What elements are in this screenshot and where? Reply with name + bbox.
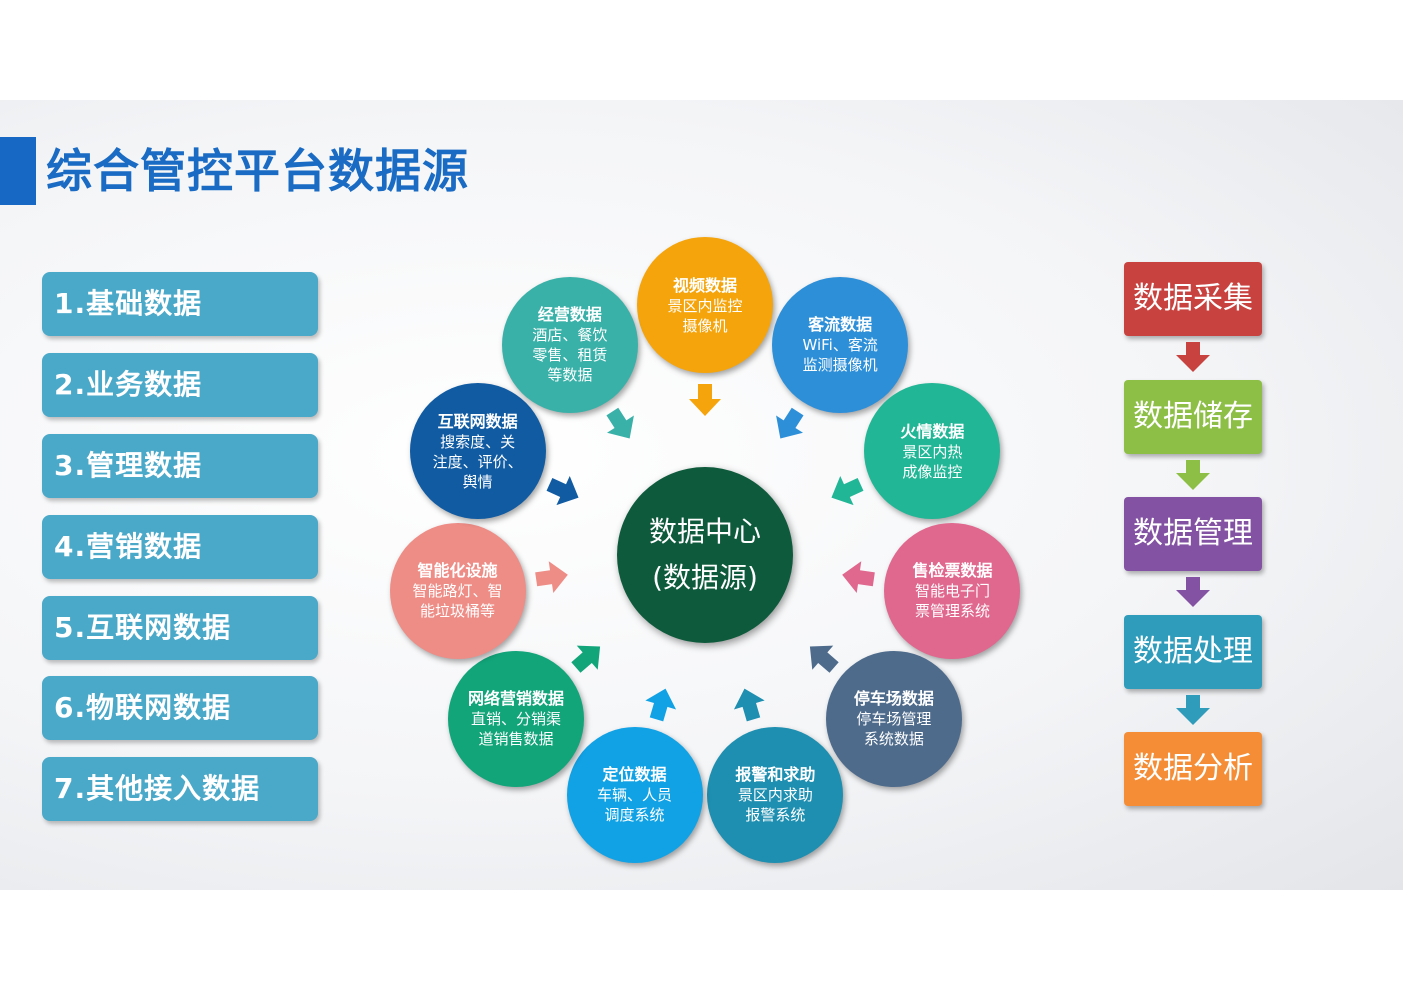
source-node: 网络营销数据直销、分销渠 道销售数据 [448, 650, 585, 787]
flow-step: 数据储存 [1124, 379, 1262, 454]
source-node: 售检票数据智能电子门 票管理系统 [884, 522, 1021, 659]
inward-arrow-icon [606, 407, 635, 439]
flow-step: 数据处理 [1124, 614, 1262, 689]
source-description: 直销、分销渠 道销售数据 [471, 710, 562, 749]
category-item: 3.管理数据 [42, 434, 318, 498]
inward-arrow-icon [831, 475, 864, 505]
source-title: 网络营销数据 [468, 689, 565, 709]
data-center-label: 数据中心 [648, 515, 761, 548]
source-node: 停车场数据停车场管理 系统数据 [825, 650, 962, 787]
inward-arrow-icon [775, 407, 804, 439]
source-description: 智能电子门 票管理系统 [914, 582, 990, 621]
source-description: 景区内监控 摄像机 [667, 296, 743, 335]
source-node: 经营数据酒店、餐饮 零售、租赁 等数据 [501, 276, 638, 413]
down-arrow-icon [1176, 577, 1210, 607]
source-node: 智能化设施智能路灯、智 能垃圾桶等 [389, 522, 526, 659]
source-description: 停车场管理 系统数据 [856, 710, 932, 749]
category-item: 6.物联网数据 [42, 676, 318, 740]
data-center-sublabel: (数据源) [652, 561, 758, 594]
category-item: 2.业务数据 [42, 353, 318, 417]
inward-arrow-icon [571, 645, 600, 673]
down-arrow-icon [1176, 459, 1210, 490]
category-item: 5.互联网数据 [42, 596, 318, 660]
source-title: 客流数据 [808, 315, 873, 335]
source-title: 停车场数据 [853, 689, 934, 709]
source-node: 报警和求助景区内求助 报警系统 [707, 726, 844, 863]
inward-arrow-icon [689, 384, 721, 416]
source-title: 定位数据 [602, 765, 667, 785]
title-accent-bar [0, 137, 36, 205]
source-title: 互联网数据 [437, 411, 518, 431]
inward-arrow-icon [733, 688, 765, 722]
source-node: 定位数据车辆、人员 调度系统 [566, 726, 703, 863]
source-description: 智能路灯、智 能垃圾桶等 [412, 582, 503, 621]
source-node: 互联网数据搜索度、关 注度、评价、 舆情 [409, 383, 546, 520]
source-description: 景区内热 成像监控 [902, 442, 963, 481]
source-title: 视频数据 [672, 275, 737, 295]
flow-step: 数据分析 [1124, 732, 1262, 806]
source-node: 火情数据景区内热 成像监控 [864, 383, 1001, 520]
flow-step: 数据管理 [1124, 497, 1262, 571]
source-node: 视频数据景区内监控 摄像机 [637, 237, 773, 373]
source-title: 火情数据 [900, 421, 965, 441]
category-item: 7.其他接入数据 [42, 757, 318, 821]
down-arrow-icon [1176, 342, 1210, 372]
category-item: 1.基础数据 [42, 272, 318, 336]
inward-arrow-icon [645, 688, 677, 722]
source-description: 搜索度、关 注度、评价、 舆情 [432, 432, 523, 491]
source-description: 酒店、餐饮 零售、租赁 等数据 [532, 326, 608, 385]
source-title: 售检票数据 [912, 561, 993, 581]
source-title: 报警和求助 [735, 765, 816, 785]
source-title: 智能化设施 [417, 561, 498, 581]
flow-step: 数据采集 [1124, 262, 1262, 336]
inward-arrow-icon [534, 561, 568, 594]
page-title: 综合管控平台数据源 [46, 144, 469, 198]
data-center-node: 数据中心 (数据源) [617, 467, 793, 643]
inward-arrow-icon [842, 561, 876, 594]
source-title: 经营数据 [537, 305, 602, 325]
source-description: WiFi、客流 监测摄像机 [802, 336, 878, 375]
inward-arrow-icon [546, 475, 579, 505]
down-arrow-icon [1176, 694, 1210, 725]
inward-arrow-icon [810, 645, 839, 673]
source-description: 景区内求助 报警系统 [737, 786, 813, 825]
source-description: 车辆、人员 调度系统 [597, 786, 673, 825]
category-item: 4.营销数据 [42, 515, 318, 579]
